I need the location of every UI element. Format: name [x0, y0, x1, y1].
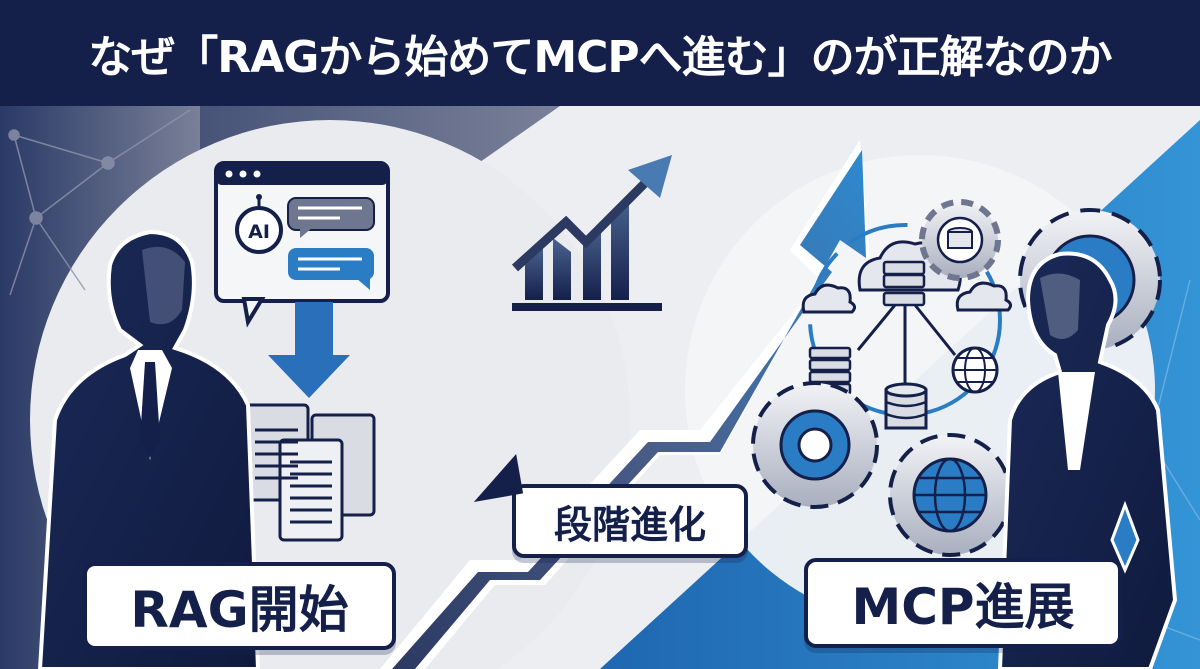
gear-icon: [751, 381, 879, 509]
mcp-progress-label: MCP進展: [804, 558, 1122, 648]
rag-start-label: RAG開始: [83, 562, 396, 650]
businessman-figure: [37, 229, 261, 669]
stepwise-evolution-label: 段階進化: [512, 484, 748, 558]
gear-icon: [888, 433, 1012, 557]
database-icon: [884, 382, 928, 430]
svg-text:AI: AI: [248, 221, 270, 243]
server-icon: [808, 346, 852, 396]
globe-icon: [951, 346, 999, 394]
page-title: なぜ「RAGから始めてMCPへ進む」のが正解なのか: [88, 32, 1112, 83]
cloud-icon: [955, 281, 1013, 312]
network-diagram: [801, 223, 1013, 430]
server-icon: [882, 260, 926, 307]
down-arrow-icon: [268, 302, 350, 398]
rising-step-arrow: [380, 140, 870, 669]
gear-icon: [919, 199, 1001, 281]
documents-icon: [244, 403, 376, 542]
chat-window-icon: AI: [214, 161, 390, 328]
cloud-icon: [801, 283, 857, 314]
ai-robot-icon: AI: [235, 194, 283, 254]
growth-bar-chart-icon: [511, 155, 672, 311]
globe-icon: [912, 457, 988, 533]
header-bar: なぜ「RAGから始めてMCPへ進む」のが正解なのか: [0, 0, 1200, 106]
